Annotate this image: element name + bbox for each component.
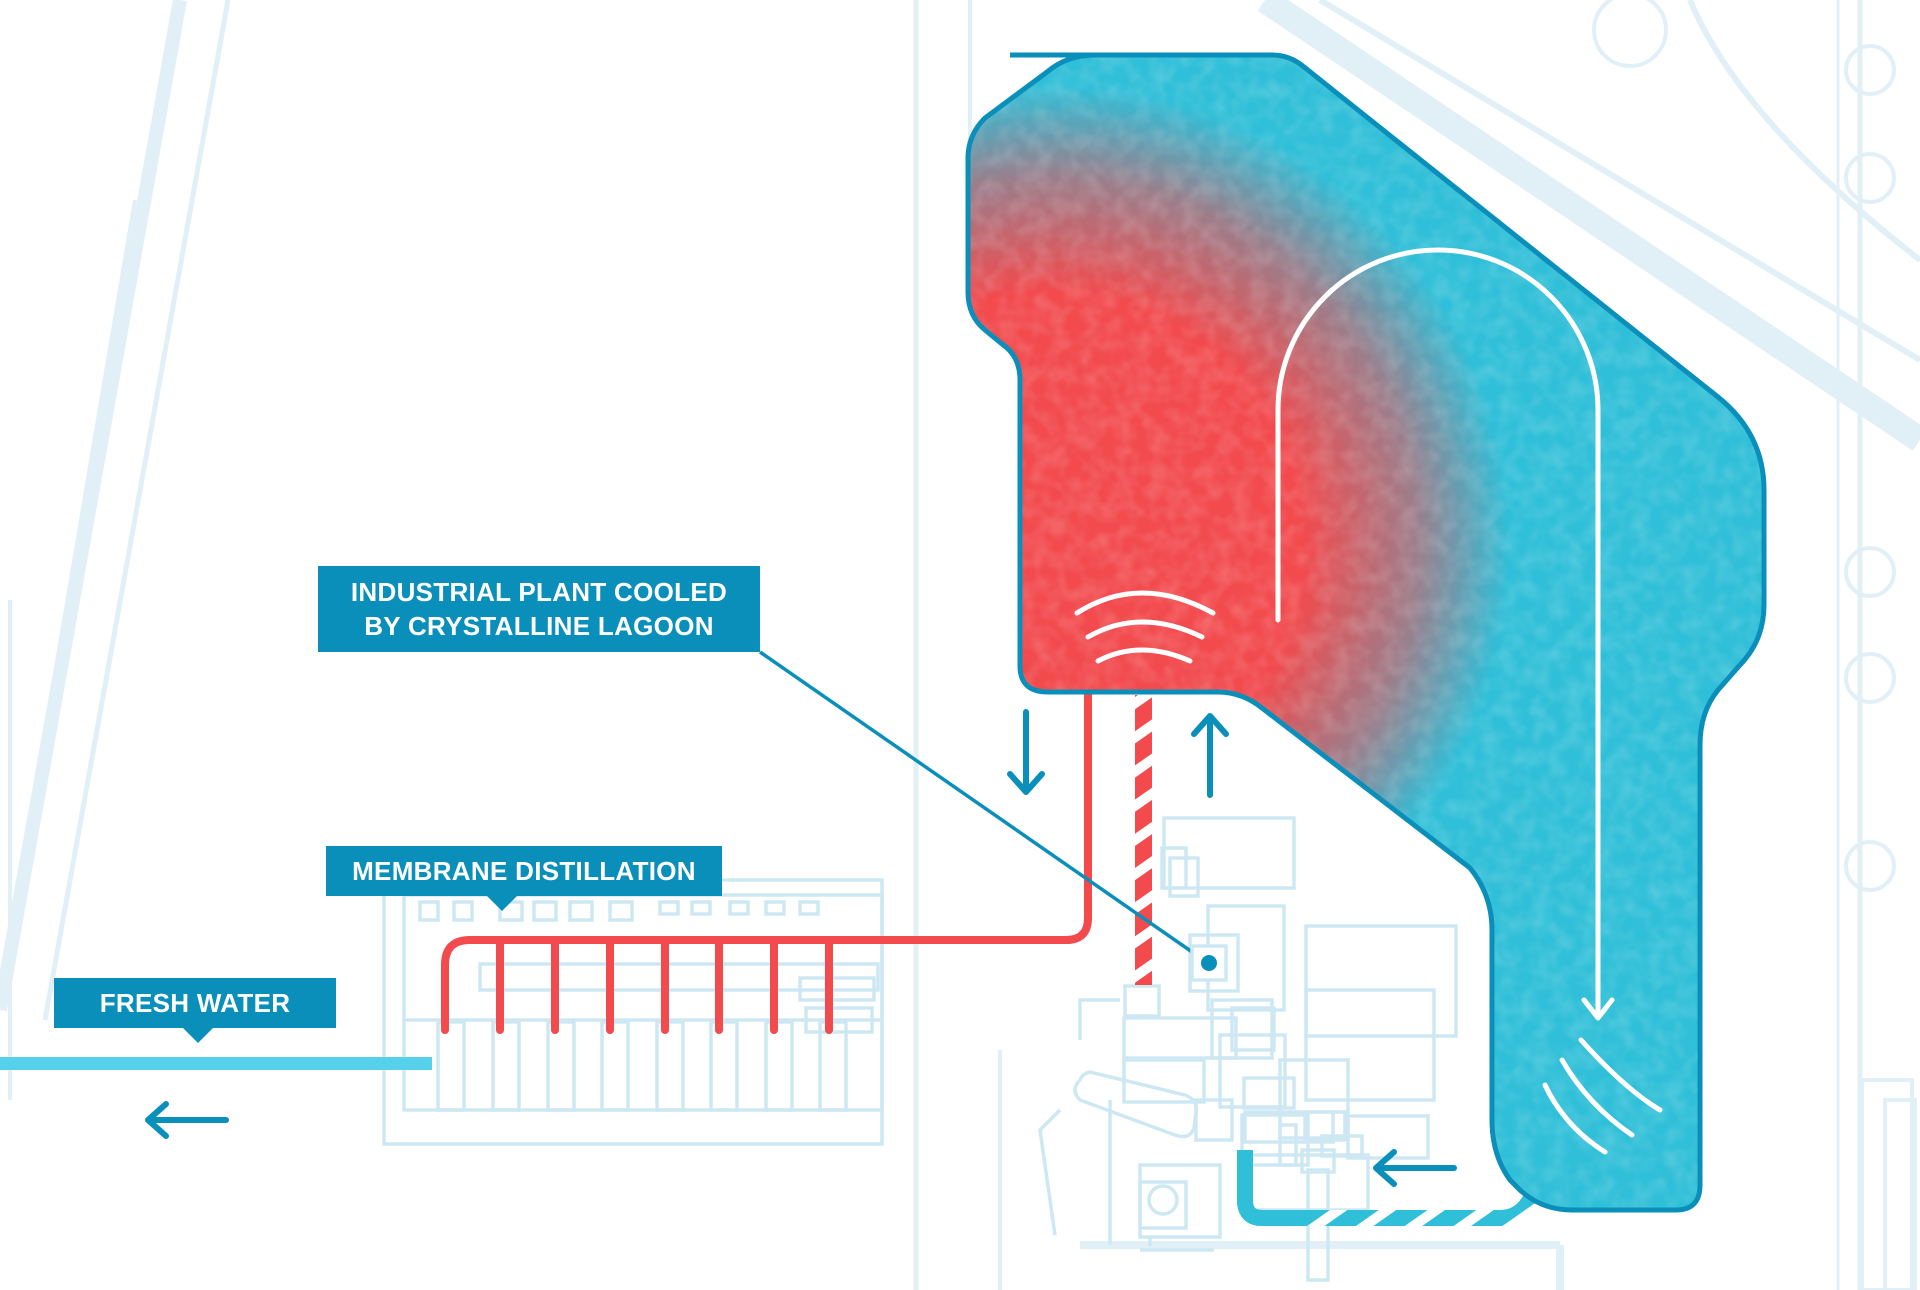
industrial-plant-outlines (1038, 816, 1458, 1282)
plant-label-line1: INDUSTRIAL PLANT COOLED (350, 577, 728, 607)
membrane-label-text: MEMBRANE DISTILLATION (352, 856, 696, 886)
plant-callout-label: INDUSTRIAL PLANT COOLED BY CRYSTALLINE L… (318, 566, 760, 652)
plant-label-line2: BY CRYSTALLINE LAGOON (364, 611, 714, 641)
fresh-water-label-text: FRESH WATER (99, 988, 291, 1018)
callout-pointer (486, 895, 518, 911)
callout-pointer (182, 1027, 214, 1043)
membrane-unit-outlines (382, 878, 884, 1146)
hot-water-piping (441, 686, 1092, 1034)
arrow-up-icon (1191, 713, 1229, 798)
crystalline-lagoon (965, 52, 1767, 1213)
hot-intake-pipe (1135, 695, 1152, 985)
fresh-water-pipe (0, 1057, 432, 1070)
flow-u-arrow-icon (1275, 247, 1615, 1021)
membrane-callout-label: MEMBRANE DISTILLATION (326, 846, 722, 911)
arrow-down-icon (1007, 709, 1045, 795)
cold-waves-icon (1542, 1037, 1663, 1155)
heat-waves-icon (1074, 590, 1216, 664)
fresh-water-arrow-left-icon (145, 1101, 229, 1139)
plant-leader-line (759, 650, 1228, 982)
arrow-left-icon (1373, 1149, 1457, 1187)
fresh-water-callout-label: FRESH WATER (54, 978, 336, 1043)
